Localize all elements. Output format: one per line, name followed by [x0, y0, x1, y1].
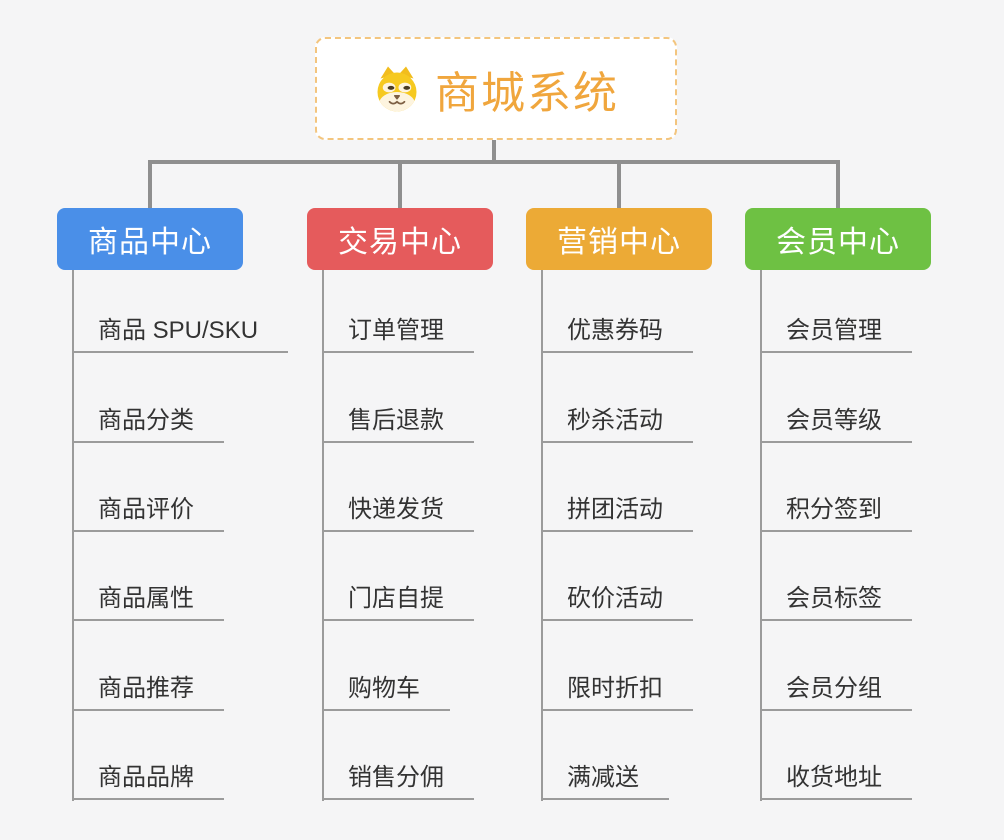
item-shopping-cart[interactable]: 购物车: [322, 673, 450, 711]
branch-header-members[interactable]: 会员中心: [745, 208, 931, 270]
connector-drop-members: [836, 160, 840, 208]
item-member-tags[interactable]: 会员标签: [760, 583, 912, 621]
connector-root-stem: [492, 140, 496, 161]
root-node[interactable]: 商城系统: [315, 37, 677, 140]
connector-drop-marketing: [617, 160, 621, 208]
item-member-groups[interactable]: 会员分组: [760, 673, 912, 711]
item-sales-commission[interactable]: 销售分佣: [322, 762, 474, 800]
item-after-sale-refund[interactable]: 售后退款: [322, 405, 474, 443]
item-coupon-code[interactable]: 优惠券码: [541, 315, 693, 353]
branch-stem-products: [72, 270, 74, 801]
item-product-spu-sku[interactable]: 商品 SPU/SKU: [72, 315, 289, 353]
connector-drop-products: [148, 160, 152, 208]
connector-horizontal: [148, 160, 840, 164]
root-title: 商城系统: [435, 68, 619, 118]
branch-stem-members: [760, 270, 762, 801]
connector-drop-trade: [398, 160, 402, 208]
item-bargain[interactable]: 砍价活动: [541, 583, 693, 621]
item-product-attribute[interactable]: 商品属性: [72, 583, 224, 621]
item-product-category[interactable]: 商品分类: [72, 405, 224, 443]
item-member-management[interactable]: 会员管理: [760, 315, 912, 353]
item-order-management[interactable]: 订单管理: [322, 315, 474, 353]
item-points-checkin[interactable]: 积分签到: [760, 494, 912, 532]
branch-stem-marketing: [541, 270, 543, 801]
item-spend-and-save[interactable]: 满减送: [541, 762, 669, 800]
item-store-pickup[interactable]: 门店自提: [322, 583, 474, 621]
item-product-recommend[interactable]: 商品推荐: [72, 673, 224, 711]
item-group-buy[interactable]: 拼团活动: [541, 494, 693, 532]
branch-header-marketing[interactable]: 营销中心: [526, 208, 712, 270]
item-product-brand[interactable]: 商品品牌: [72, 762, 224, 800]
item-flash-sale[interactable]: 秒杀活动: [541, 405, 693, 443]
item-time-discount[interactable]: 限时折扣: [541, 673, 693, 711]
item-product-review[interactable]: 商品评价: [72, 494, 224, 532]
item-member-level[interactable]: 会员等级: [760, 405, 912, 443]
item-shipping-address[interactable]: 收货地址: [760, 762, 912, 800]
item-express-delivery[interactable]: 快递发货: [322, 494, 474, 532]
branch-stem-trade: [322, 270, 324, 801]
dog-face-icon: [373, 65, 421, 113]
branch-header-products[interactable]: 商品中心: [57, 208, 243, 270]
branch-header-trade[interactable]: 交易中心: [307, 208, 493, 270]
